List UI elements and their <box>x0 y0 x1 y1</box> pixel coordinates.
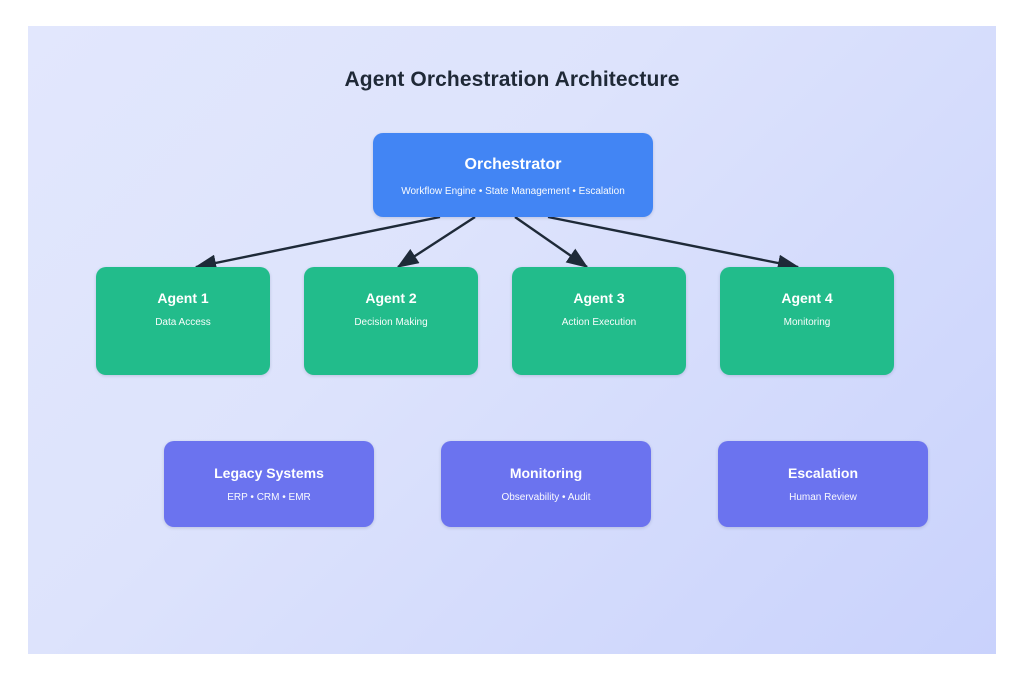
node-escalation[interactable]: Escalation Human Review <box>718 441 928 527</box>
node-agent-3-title: Agent 3 <box>573 290 625 306</box>
connector-orchestrator-to-agent-2 <box>396 215 476 269</box>
node-legacy-systems[interactable]: Legacy Systems ERP • CRM • EMR <box>164 441 374 527</box>
node-agent-4-subtitle: Monitoring <box>783 317 831 328</box>
node-agent-2[interactable]: Agent 2 Decision Making <box>304 267 478 375</box>
node-agent-1-title: Agent 1 <box>157 290 209 306</box>
node-orchestrator-title: Orchestrator <box>464 156 562 173</box>
connector-orchestrator-to-agent-1 <box>194 215 441 272</box>
page-title: Agent Orchestration Architecture <box>344 68 680 91</box>
connector-orchestrator-to-agent-4 <box>547 215 800 272</box>
node-agent-3[interactable]: Agent 3 Action Execution <box>512 267 686 375</box>
node-agent-1-subtitle: Data Access <box>155 317 211 328</box>
node-agent-2-subtitle: Decision Making <box>354 317 428 328</box>
node-orchestrator-subtitle: Workflow Engine • State Management • Esc… <box>401 186 625 197</box>
node-agent-1[interactable]: Agent 1 Data Access <box>96 267 270 375</box>
node-legacy-systems-title: Legacy Systems <box>214 465 324 481</box>
node-monitoring-title: Monitoring <box>509 465 583 481</box>
node-monitoring[interactable]: Monitoring Observability • Audit <box>441 441 651 527</box>
node-agent-3-subtitle: Action Execution <box>561 317 637 328</box>
node-escalation-subtitle: Human Review <box>789 492 857 503</box>
node-orchestrator[interactable]: Orchestrator Workflow Engine • State Man… <box>373 133 653 217</box>
connector-orchestrator-to-agent-3 <box>514 216 589 268</box>
diagram-canvas: Agent Orchestration Architecture Orchest… <box>28 26 996 654</box>
node-legacy-systems-subtitle: ERP • CRM • EMR <box>227 492 311 503</box>
node-agent-4[interactable]: Agent 4 Monitoring <box>720 267 894 375</box>
node-escalation-title: Escalation <box>787 465 859 481</box>
node-agent-2-title: Agent 2 <box>365 290 417 306</box>
node-monitoring-subtitle: Observability • Audit <box>501 492 591 503</box>
node-agent-4-title: Agent 4 <box>781 290 833 306</box>
